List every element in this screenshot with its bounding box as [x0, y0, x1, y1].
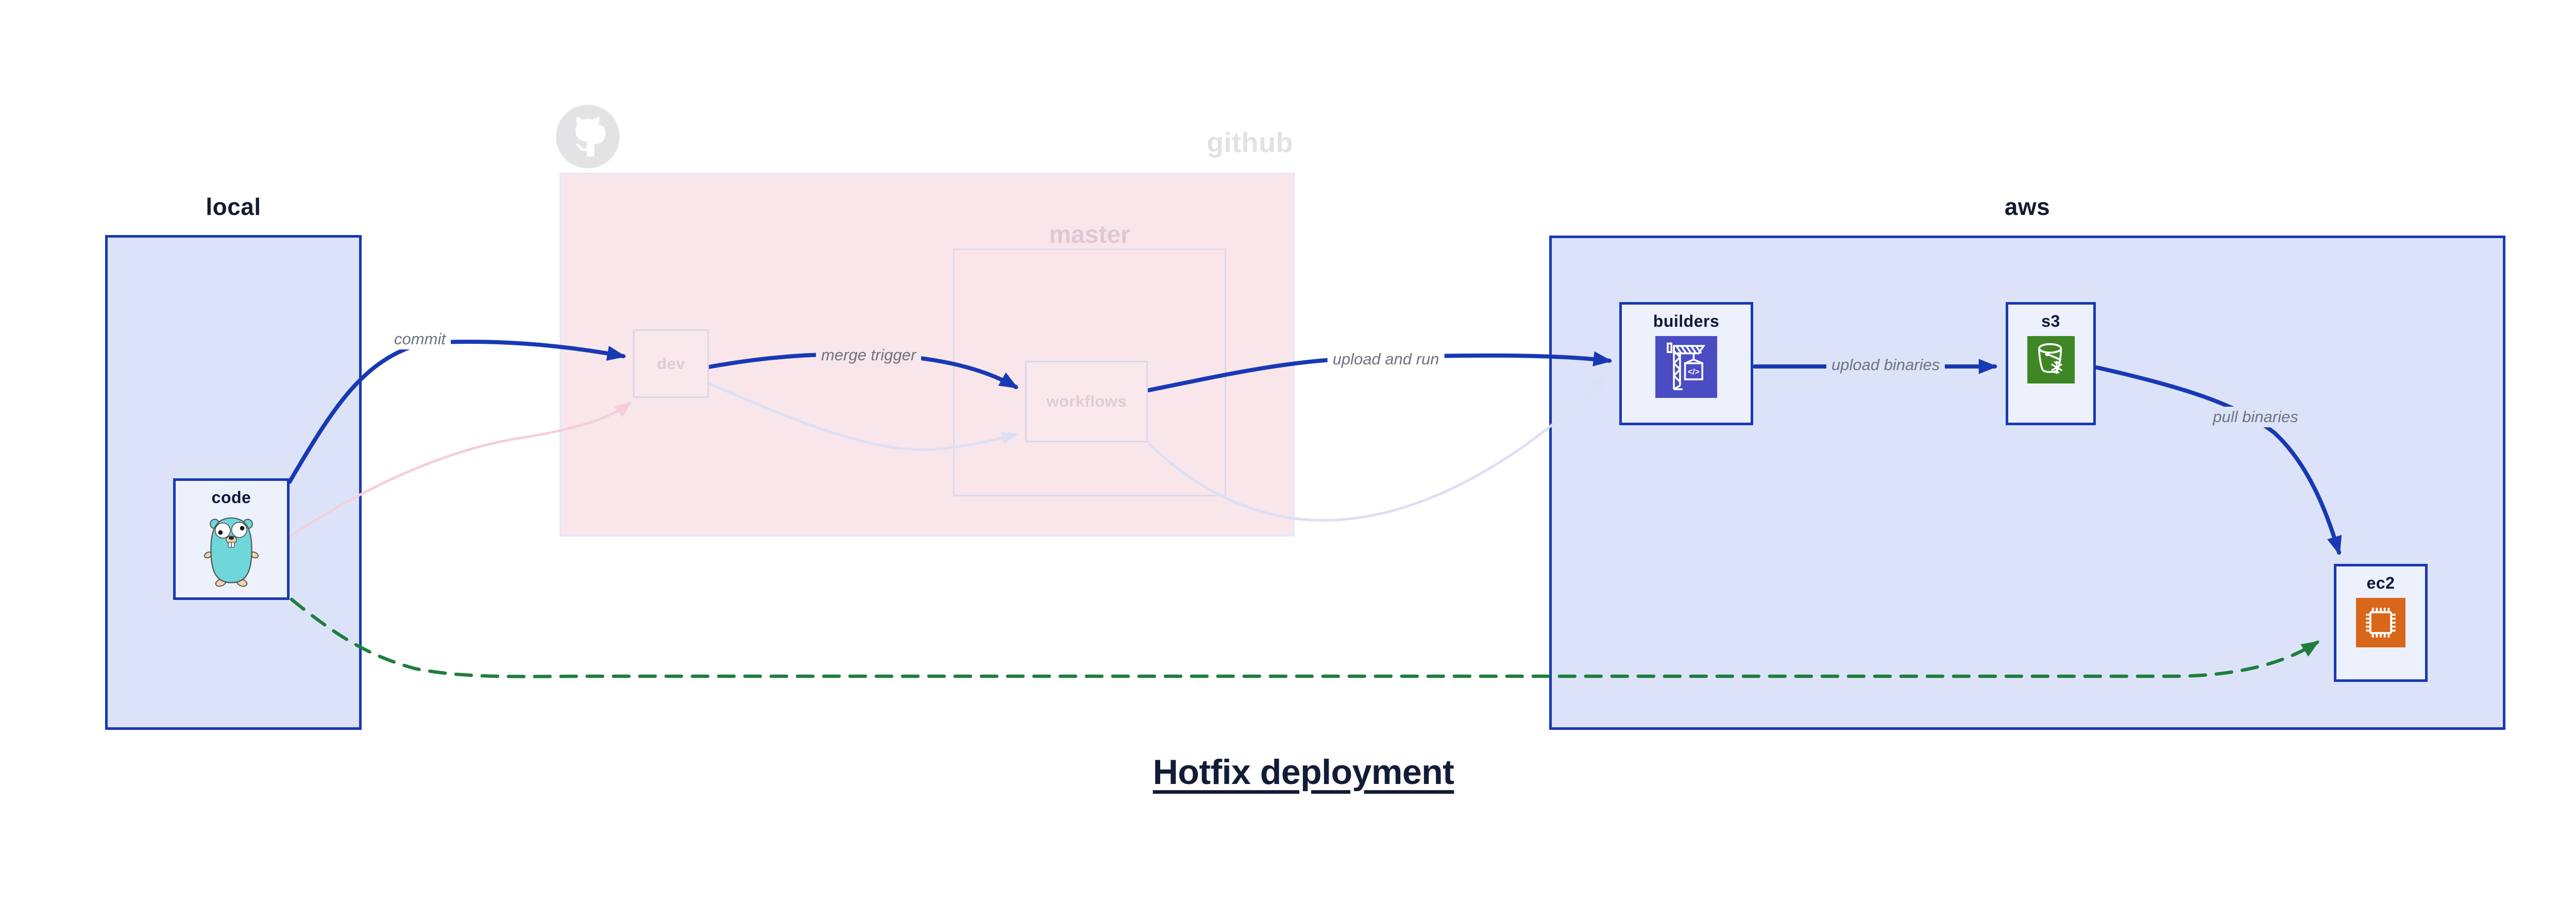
node-dev: dev: [633, 329, 709, 398]
ec2-icon: [2356, 598, 2405, 647]
github-container-label: github: [1207, 127, 1293, 158]
codebuild-icon: </>: [1655, 336, 1717, 398]
edge-pull-binaries: [2095, 365, 2342, 556]
node-s3-label: s3: [2041, 312, 2060, 330]
ghost-edge-dev-workflows: [707, 382, 1019, 452]
go-gopher-icon: [204, 517, 259, 587]
edge-label-commit: commit: [389, 329, 451, 349]
node-s3: s3: [2006, 302, 2096, 425]
diagram-title: Hotfix deployment: [1153, 753, 1454, 792]
aws-container-label: aws: [2004, 193, 2050, 220]
s3-icon: [2027, 336, 2075, 383]
master-group: [953, 248, 1226, 496]
hotfix-edge-code-ec2: [290, 597, 2320, 678]
node-workflows-label: workflows: [1046, 392, 1127, 410]
edge-label-upload-binaries: upload binaries: [1826, 355, 1945, 375]
ghost-edge-code-dev: [289, 401, 632, 538]
edge-label-merge-trigger: merge trigger: [816, 345, 922, 365]
master-group-label: master: [1049, 221, 1130, 248]
node-builders: builders </>: [1619, 302, 1753, 425]
node-dev-label: dev: [657, 354, 685, 373]
local-container-label: local: [206, 193, 261, 220]
edge-label-pull-binaries: pull binaries: [2208, 407, 2303, 427]
node-builders-label: builders: [1653, 312, 1720, 330]
ghost-edge-workflows-builders: [1147, 376, 1607, 522]
node-ec2-label: ec2: [2366, 574, 2395, 592]
node-code: code: [173, 478, 290, 600]
node-code-label: code: [211, 488, 251, 507]
svg-text:</>: </>: [1688, 368, 1700, 376]
edge-commit: [287, 339, 626, 484]
node-ec2: ec2: [2334, 564, 2428, 682]
github-octocat-icon: [556, 105, 620, 169]
edge-label-upload-and-run: upload and run: [1327, 349, 1445, 370]
node-workflows: workflows: [1025, 361, 1148, 442]
